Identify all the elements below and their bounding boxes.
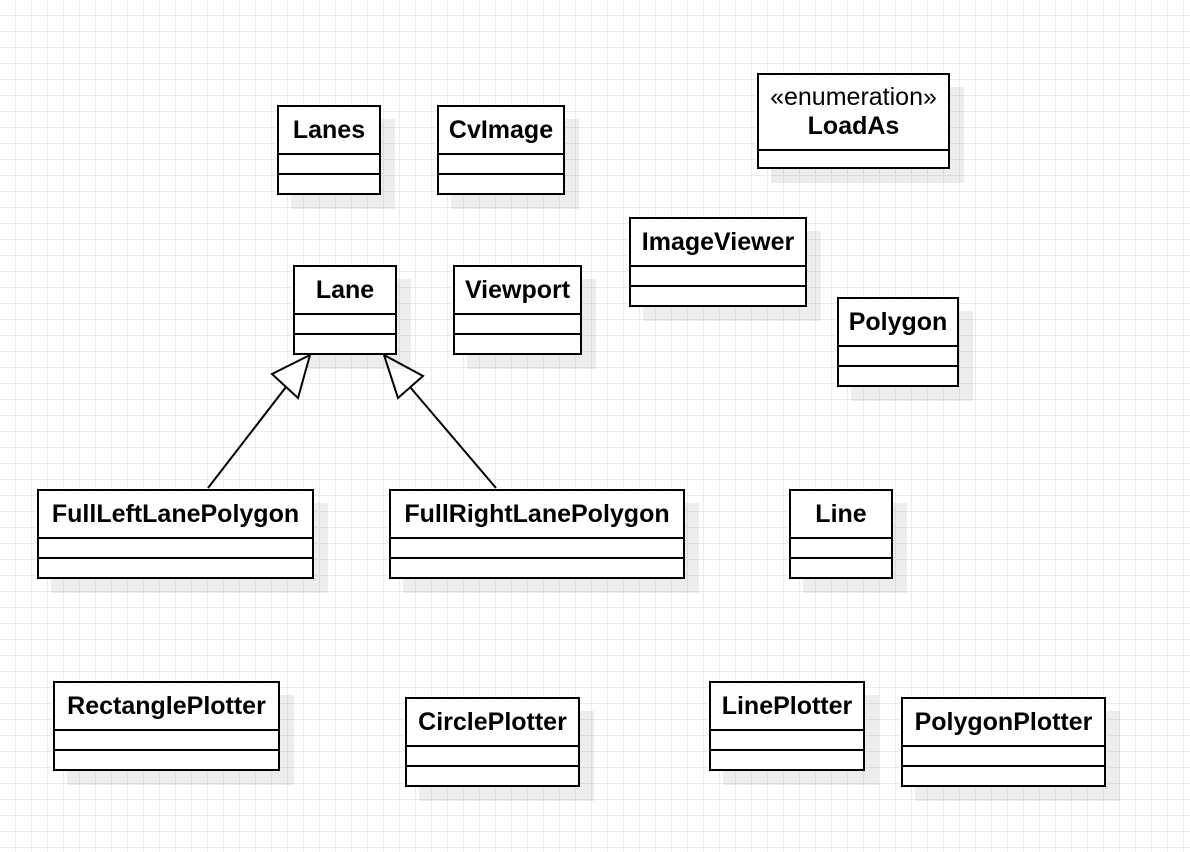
class-cvimage[interactable]: CvImage bbox=[437, 105, 565, 195]
operations-compartment[interactable] bbox=[279, 175, 379, 193]
class-stereotype: «enumeration» bbox=[770, 83, 937, 112]
class-line[interactable]: Line bbox=[789, 489, 893, 579]
literals-compartment[interactable] bbox=[759, 151, 948, 167]
class-header: Viewport bbox=[455, 267, 580, 315]
operations-compartment[interactable] bbox=[407, 767, 578, 785]
attributes-compartment[interactable] bbox=[791, 539, 891, 559]
class-polygon[interactable]: Polygon bbox=[837, 297, 959, 387]
operations-compartment[interactable] bbox=[839, 367, 957, 385]
class-header: PolygonPlotter bbox=[903, 699, 1104, 747]
operations-compartment[interactable] bbox=[55, 751, 278, 769]
operations-compartment[interactable] bbox=[439, 175, 563, 193]
class-name: Lane bbox=[315, 275, 375, 304]
class-name: PolygonPlotter bbox=[914, 707, 1093, 736]
generalization-fullleftlanepolygon-lane[interactable] bbox=[207, 386, 287, 489]
inheritance-arrowhead-left bbox=[270, 353, 312, 400]
class-header: ImageViewer bbox=[631, 219, 805, 267]
operations-compartment[interactable] bbox=[711, 751, 863, 769]
operations-compartment[interactable] bbox=[295, 335, 395, 353]
class-name: RectanglePlotter bbox=[67, 691, 266, 720]
class-name: Line bbox=[815, 499, 867, 528]
class-header: CvImage bbox=[439, 107, 563, 155]
class-loadas[interactable]: «enumeration» LoadAs bbox=[757, 73, 950, 169]
operations-compartment[interactable] bbox=[631, 287, 805, 305]
class-header: Polygon bbox=[839, 299, 957, 347]
class-header: RectanglePlotter bbox=[55, 683, 278, 731]
attributes-compartment[interactable] bbox=[903, 747, 1104, 767]
class-header: LinePlotter bbox=[711, 683, 863, 731]
generalization-fullrightlanepolygon-lane[interactable] bbox=[409, 386, 497, 489]
inheritance-arrowhead-right bbox=[382, 352, 425, 400]
attributes-compartment[interactable] bbox=[631, 267, 805, 287]
class-lanes[interactable]: Lanes bbox=[277, 105, 381, 195]
class-header: CirclePlotter bbox=[407, 699, 578, 747]
class-circleplotter[interactable]: CirclePlotter bbox=[405, 697, 580, 787]
attributes-compartment[interactable] bbox=[295, 315, 395, 335]
class-name: FullLeftLanePolygon bbox=[51, 499, 300, 528]
class-polygonplotter[interactable]: PolygonPlotter bbox=[901, 697, 1106, 787]
attributes-compartment[interactable] bbox=[455, 315, 580, 335]
operations-compartment[interactable] bbox=[903, 767, 1104, 785]
class-header: «enumeration» LoadAs bbox=[759, 75, 948, 151]
class-name: ImageViewer bbox=[641, 227, 795, 256]
class-imageviewer[interactable]: ImageViewer bbox=[629, 217, 807, 307]
class-rectangleplotter[interactable]: RectanglePlotter bbox=[53, 681, 280, 771]
class-header: FullLeftLanePolygon bbox=[39, 491, 312, 539]
class-header: Lane bbox=[295, 267, 395, 315]
operations-compartment[interactable] bbox=[39, 559, 312, 577]
attributes-compartment[interactable] bbox=[391, 539, 683, 559]
class-header: Line bbox=[791, 491, 891, 539]
class-lineplotter[interactable]: LinePlotter bbox=[709, 681, 865, 771]
class-fullleftlanepolygon[interactable]: FullLeftLanePolygon bbox=[37, 489, 314, 579]
class-name: Polygon bbox=[848, 307, 948, 336]
class-name: CvImage bbox=[448, 115, 554, 144]
operations-compartment[interactable] bbox=[791, 559, 891, 577]
attributes-compartment[interactable] bbox=[439, 155, 563, 175]
operations-compartment[interactable] bbox=[391, 559, 683, 577]
class-lane[interactable]: Lane bbox=[293, 265, 397, 355]
attributes-compartment[interactable] bbox=[279, 155, 379, 175]
attributes-compartment[interactable] bbox=[39, 539, 312, 559]
attributes-compartment[interactable] bbox=[55, 731, 278, 751]
class-header: Lanes bbox=[279, 107, 379, 155]
class-viewport[interactable]: Viewport bbox=[453, 265, 582, 355]
operations-compartment[interactable] bbox=[455, 335, 580, 353]
class-name: LinePlotter bbox=[721, 691, 853, 720]
class-name: Viewport bbox=[464, 275, 571, 304]
class-fullrightlanepolygon[interactable]: FullRightLanePolygon bbox=[389, 489, 685, 579]
attributes-compartment[interactable] bbox=[711, 731, 863, 751]
class-header: FullRightLanePolygon bbox=[391, 491, 683, 539]
class-name: FullRightLanePolygon bbox=[404, 499, 670, 528]
class-name: LoadAs bbox=[807, 112, 900, 140]
class-name: CirclePlotter bbox=[418, 707, 567, 736]
attributes-compartment[interactable] bbox=[407, 747, 578, 767]
attributes-compartment[interactable] bbox=[839, 347, 957, 367]
class-name: Lanes bbox=[292, 115, 366, 144]
